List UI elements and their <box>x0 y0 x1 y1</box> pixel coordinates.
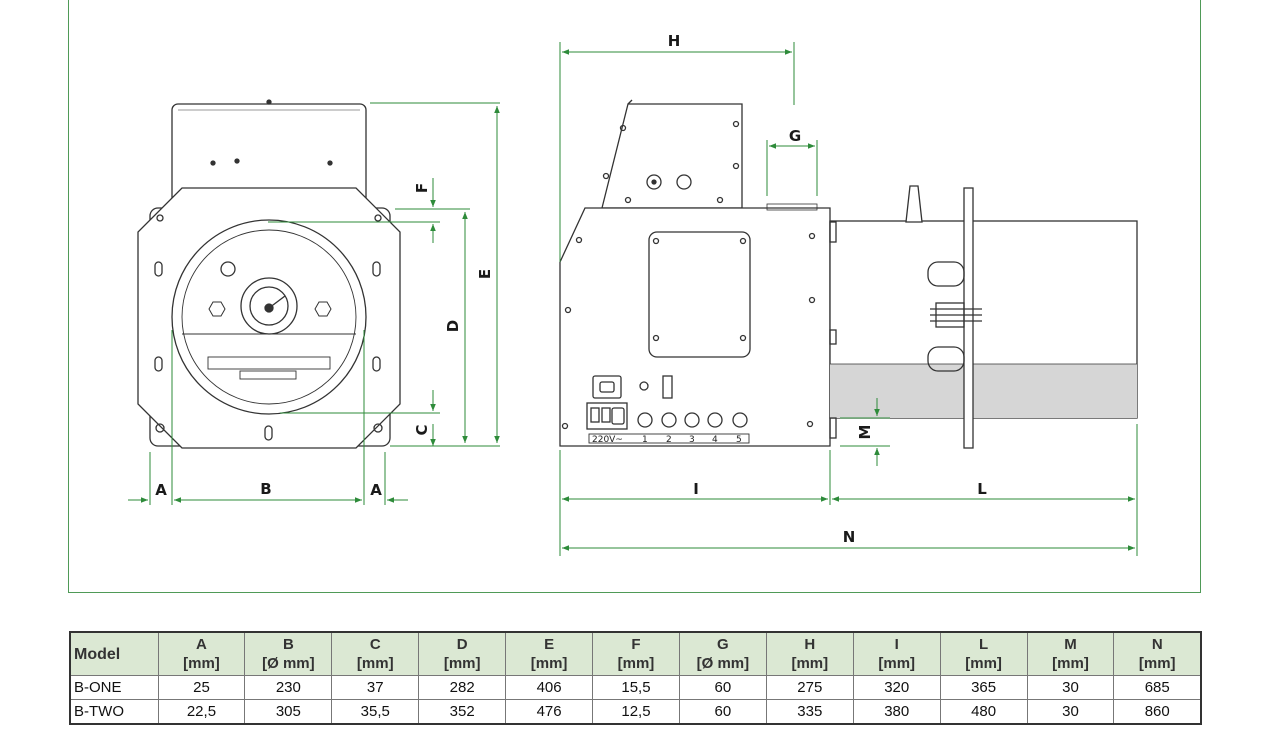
dim-label-a-left: A <box>155 481 167 499</box>
table-header-f: F [mm] <box>592 631 680 676</box>
table-cell: 480 <box>939 699 1028 725</box>
table-row: B-ONE 25 230 37 282 406 15,5 60 275 320 … <box>69 675 1203 700</box>
side-view <box>559 99 1138 449</box>
dim-label-h: H <box>668 32 681 50</box>
voltage-label: 220V~ <box>592 435 623 445</box>
dim-label-a-right: A <box>370 481 382 499</box>
table-cell: 406 <box>505 675 594 700</box>
dimension-lines <box>128 42 1138 556</box>
column-letter: H <box>804 636 816 653</box>
table-cell: 35,5 <box>331 699 420 725</box>
column-letter: E <box>544 636 555 653</box>
column-letter: L <box>979 636 989 653</box>
column-letter: M <box>1064 636 1077 653</box>
table-header-l: L [mm] <box>939 631 1028 676</box>
dimensions-table: Model A [mm] B [Ø mm] C [mm] D [mm] E [mm] F [… <box>69 631 1203 725</box>
column-unit: [Ø mm] <box>696 655 750 672</box>
table-header-h: H [mm] <box>765 631 854 676</box>
dim-label-g: G <box>789 127 801 145</box>
column-unit: [mm] <box>530 655 568 672</box>
table-cell: 25 <box>157 675 246 700</box>
table-header-i: I [mm] <box>852 631 941 676</box>
table-cell: 60 <box>678 675 767 700</box>
dim-label-l: L <box>977 480 987 498</box>
column-unit: [mm] <box>443 655 481 672</box>
table-cell: 22,5 <box>157 699 246 725</box>
table-header-n: N [mm] <box>1113 631 1203 676</box>
column-letter: D <box>456 636 468 653</box>
table-cell: 320 <box>852 675 941 700</box>
table-row: B-TWO 22,5 305 35,5 352 476 12,5 60 335 … <box>69 699 1203 725</box>
table-cell: 860 <box>1113 699 1203 725</box>
dim-label-d: D <box>444 320 462 332</box>
technical-drawing: A B A E D F C H G M I L N 220V~ 1 2 3 4 … <box>128 32 1138 556</box>
socket-number: 5 <box>736 435 742 445</box>
table-cell: 335 <box>765 699 854 725</box>
column-unit: [mm] <box>791 655 829 672</box>
table-cell: 12,5 <box>592 699 680 725</box>
column-letter: N <box>1151 636 1163 653</box>
dimension-labels: A B A E D F C H G M I L N 220V~ 1 2 3 4 … <box>155 32 987 546</box>
table-cell-model: B-TWO <box>69 699 159 725</box>
table-header-row: Model A [mm] B [Ø mm] C [mm] D [mm] E [mm] F [… <box>69 631 1203 676</box>
dim-label-c: C <box>413 424 431 435</box>
column-unit: [mm] <box>1138 655 1176 672</box>
column-unit: [mm] <box>617 655 655 672</box>
table-cell: 30 <box>1026 675 1115 700</box>
socket-number: 3 <box>689 435 695 445</box>
column-letter: C <box>369 636 381 653</box>
table-cell: 380 <box>852 699 941 725</box>
table-cell: 30 <box>1026 699 1115 725</box>
table-header-c: C [mm] <box>331 631 420 676</box>
dim-label-i: I <box>693 480 699 498</box>
table-cell: 37 <box>331 675 420 700</box>
dim-label-f: F <box>413 183 431 193</box>
table-cell: 305 <box>244 699 333 725</box>
column-letter: I <box>894 636 899 653</box>
table-cell: 282 <box>418 675 507 700</box>
table-header-d: D [mm] <box>418 631 507 676</box>
socket-number: 1 <box>642 435 648 445</box>
column-unit: [mm] <box>183 655 220 672</box>
table-header-b: B [Ø mm] <box>244 631 333 676</box>
column-unit: [mm] <box>356 655 394 672</box>
table-cell: 685 <box>1113 675 1203 700</box>
column-letter: B <box>282 636 294 653</box>
column-unit: [mm] <box>965 655 1002 672</box>
table-cell: 60 <box>678 699 767 725</box>
dim-label-e: E <box>476 269 494 279</box>
table-cell: 352 <box>418 699 507 725</box>
socket-number: 2 <box>666 435 672 445</box>
dim-label-m: M <box>856 425 874 440</box>
column-unit: [Ø mm] <box>262 655 315 672</box>
table-header-g: G [Ø mm] <box>678 631 767 676</box>
table-header-model: Model <box>69 631 159 676</box>
table-cell: 230 <box>244 675 333 700</box>
table-header-a: A [mm] <box>157 631 246 676</box>
table-header-m: M [mm] <box>1026 631 1115 676</box>
socket-number: 4 <box>712 435 718 445</box>
column-letter: F <box>631 636 641 653</box>
table-header-e: E [mm] <box>505 631 594 676</box>
column-unit: [mm] <box>1052 655 1089 672</box>
table-cell: 365 <box>939 675 1028 700</box>
front-view <box>137 99 401 449</box>
table-cell: 275 <box>765 675 854 700</box>
column-unit: [mm] <box>878 655 916 672</box>
table-cell: 476 <box>505 699 594 725</box>
table-cell: 15,5 <box>592 675 680 700</box>
dim-label-n: N <box>843 528 856 546</box>
column-letter: G <box>717 636 729 653</box>
dim-label-b: B <box>260 480 271 498</box>
column-letter: A <box>196 636 207 653</box>
table-cell-model: B-ONE <box>69 675 159 700</box>
